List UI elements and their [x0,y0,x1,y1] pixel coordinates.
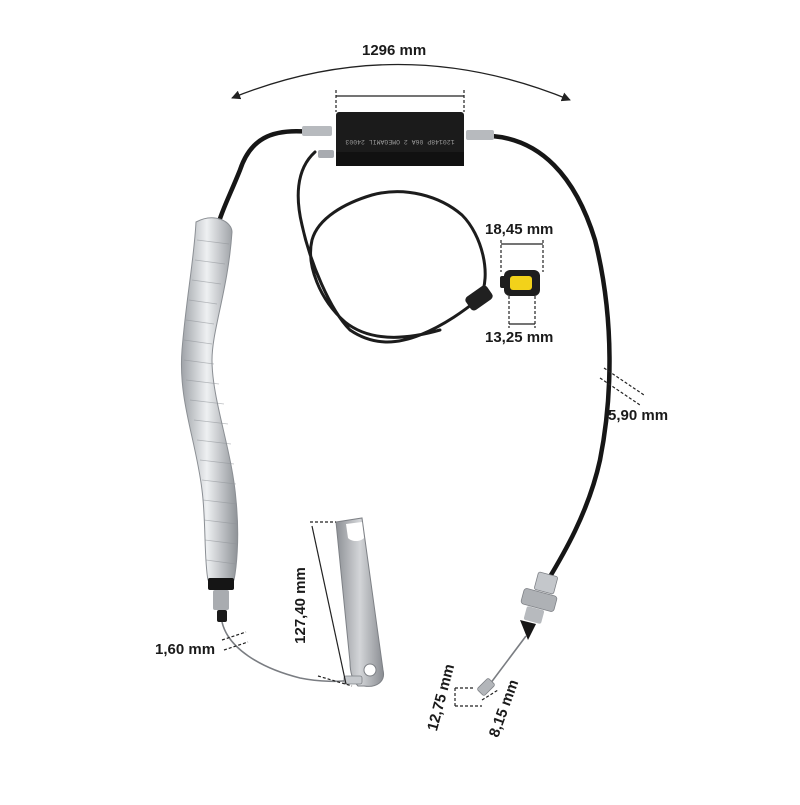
overall-length-label: 1296 mm [362,42,427,59]
connector-width-label: 18,45 mm [485,221,554,238]
connector-dimension-lines [500,240,544,328]
connector-height-label: 13,25 mm [485,329,554,346]
right-adjuster [520,571,558,640]
sleeve-ribs [183,239,238,565]
right-inner-wire [489,635,527,685]
heat-sleeve [180,217,239,581]
yellow-connector [500,270,540,296]
inner-wire-diameter-label: 1,60 mm [155,641,216,658]
inner-wire-diameter-mark [221,631,249,651]
module-print-text: 120148P 06A 2 OMEGAMIL 24003 [345,138,454,145]
bracket-length-label: 127,40 mm [291,567,309,644]
right-ferrule [477,678,495,696]
module-width-dimension [335,90,465,112]
loop-connector [465,285,493,311]
sensor-wire-loop [296,150,487,344]
left-end-fitting [208,578,234,622]
overall-length-arrow [231,63,571,102]
control-module: 120148P 06A 2 OMEGAMIL 24003 [302,112,494,166]
ferrule-dimension-lines [454,687,499,707]
cable-diameter-mark [599,367,645,406]
cable-diameter-label: 5,90 mm [608,407,669,424]
right-cable [489,133,612,588]
left-cable [215,129,313,228]
bracket-length-dimension [310,521,353,687]
bracket-plate [335,517,385,687]
left-inner-wire [221,621,351,683]
